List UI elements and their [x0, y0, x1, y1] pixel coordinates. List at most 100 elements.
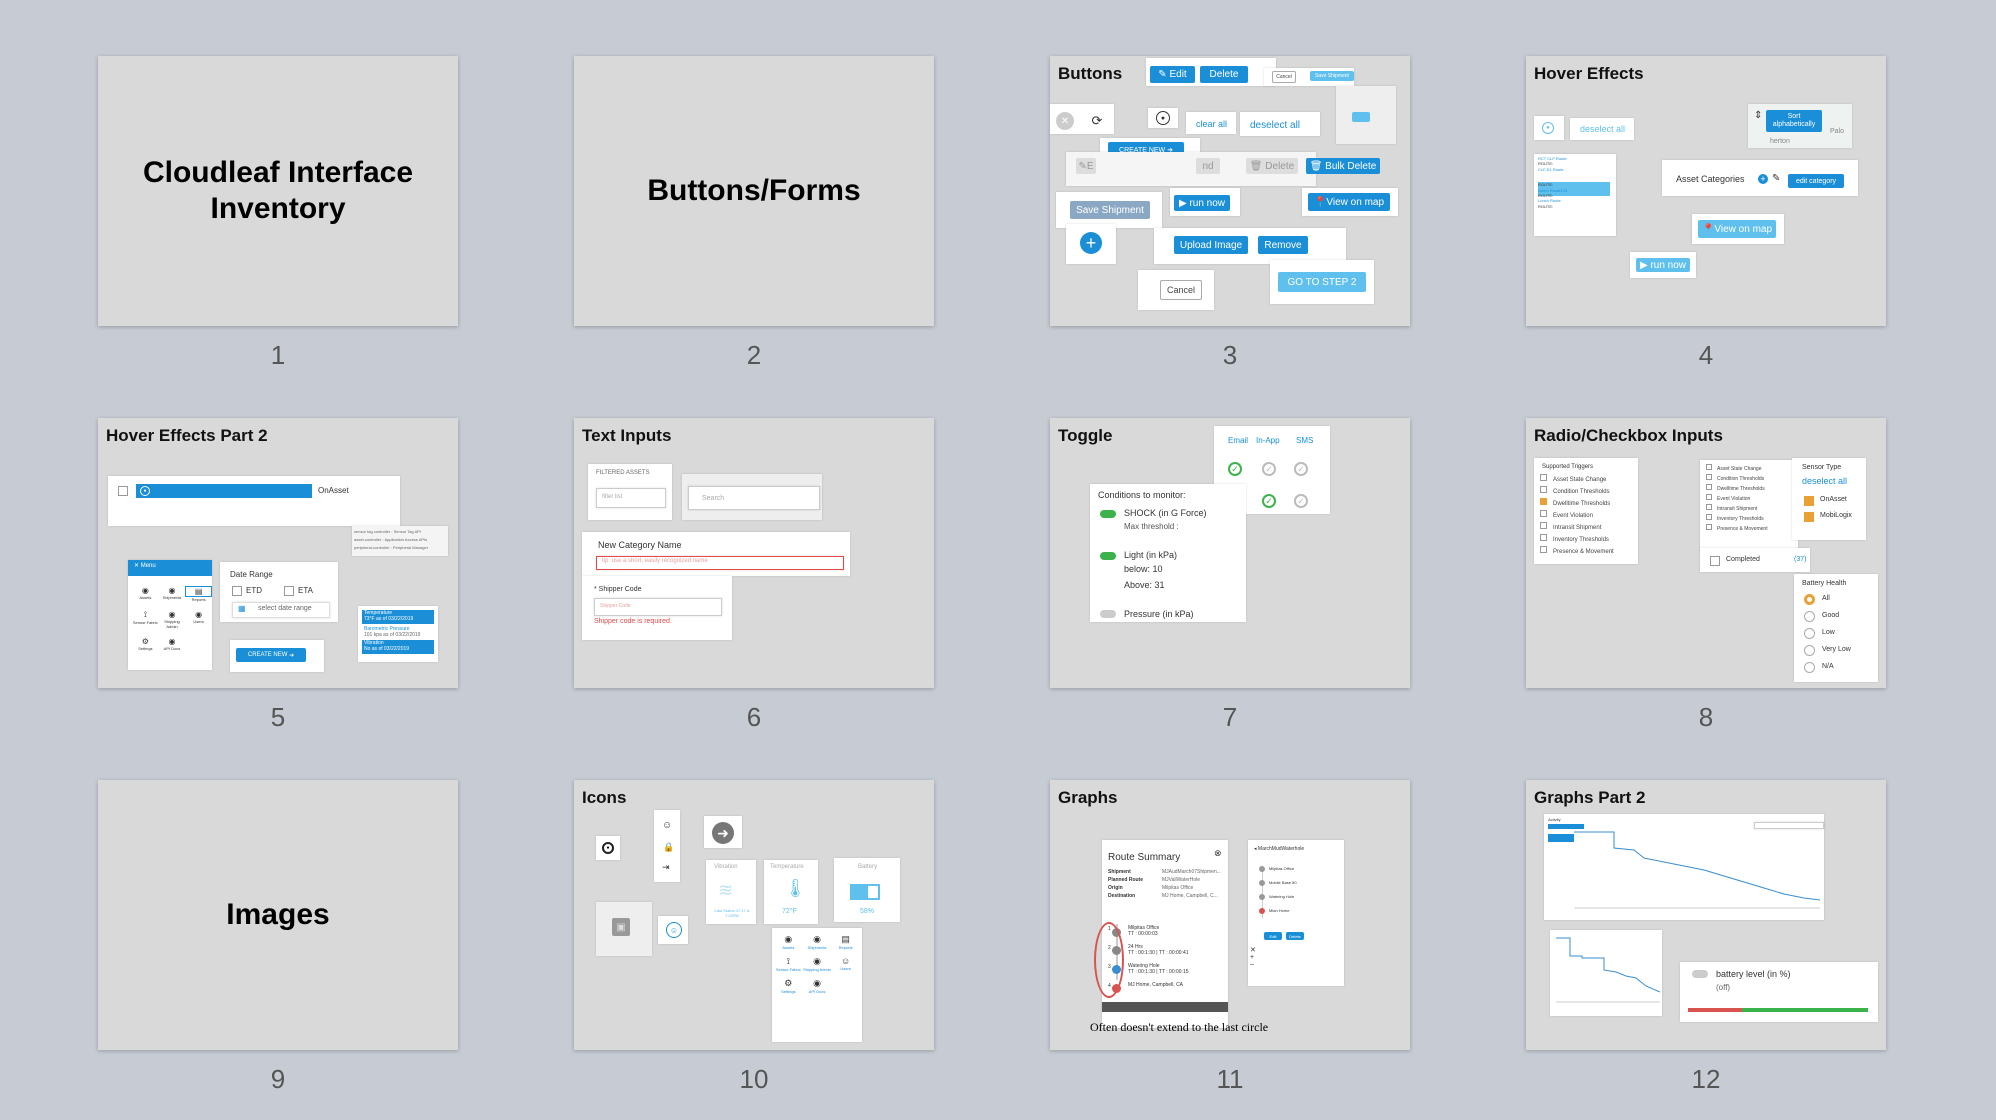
trigger-option[interactable]: Condition Thresholds — [1540, 486, 1614, 498]
triggers-list[interactable]: Asset State Change Condition Thresholds … — [1540, 474, 1614, 558]
slide-1[interactable]: Cloudleaf Interface Inventory — [98, 56, 458, 326]
slide-6[interactable]: Text Inputs FILTERED ASSETS filter list … — [574, 418, 934, 688]
eta-checkbox[interactable] — [284, 586, 294, 596]
menu-item[interactable]: ⟟Sensor Fabric — [775, 956, 801, 972]
run-now-button[interactable]: ▶ run now — [1174, 195, 1230, 211]
menu-item[interactable]: ◉Shipments — [162, 586, 182, 600]
filter-list-input[interactable]: filter list — [602, 494, 623, 500]
trigger-option[interactable]: Event Violation — [1706, 494, 1768, 504]
menu-item[interactable]: ⚙Settings — [138, 637, 153, 651]
inapp-check-icon[interactable]: ✓ — [1262, 494, 1276, 508]
trigger-option[interactable]: Condition Thresholds — [1706, 474, 1768, 484]
battery-option-radio[interactable] — [1804, 662, 1815, 673]
trigger-option[interactable]: Presence & Movement — [1706, 524, 1768, 534]
menu-item[interactable]: ◉Shipments — [807, 934, 827, 950]
deselect-all-link[interactable]: deselect all — [1580, 124, 1626, 134]
remove-button[interactable]: Remove — [1258, 236, 1308, 254]
menu-item[interactable]: ◉Assets — [139, 586, 152, 600]
save-shipment-button[interactable]: Save Shipment — [1310, 71, 1354, 81]
slide-3[interactable]: Buttons ✎ Edit Delete Cancel Save Shipme… — [1050, 56, 1410, 326]
go-to-step-button[interactable]: GO TO STEP 2 — [1278, 272, 1366, 292]
slide-12[interactable]: Graphs Part 2 Activity battery level (in… — [1526, 780, 1886, 1050]
trigger-option[interactable]: Asset State Change — [1540, 474, 1614, 486]
shock-toggle[interactable] — [1100, 510, 1116, 518]
users-icon[interactable]: ☺ — [666, 922, 682, 938]
plus-icon[interactable]: + — [1758, 174, 1768, 184]
deselect-all-link[interactable]: deselect all — [1250, 120, 1301, 131]
edit-button[interactable]: Edit — [1264, 932, 1282, 940]
small-button[interactable] — [1352, 112, 1370, 122]
menu-item[interactable]: ◉Shipping Admin — [803, 956, 831, 972]
route-list[interactable]: RCT CLF Route ROUTE: CLF-E1 Route ROUTE:… — [1538, 156, 1582, 209]
email-check-icon[interactable]: ✓ — [1228, 462, 1242, 476]
battery-option-radio[interactable] — [1804, 594, 1815, 605]
mobilogix-checkbox[interactable] — [1804, 512, 1814, 522]
trigger-option[interactable]: Inventory Thresholds — [1706, 514, 1768, 524]
delete-button[interactable]: Delete — [1200, 66, 1248, 83]
select-date-range[interactable]: select date range — [258, 605, 312, 612]
menu-item[interactable]: ☺Users — [840, 956, 851, 971]
category-name-input[interactable]: tip: use a short, easily recognized name — [602, 558, 708, 564]
save-shipment-button[interactable]: Save Shipment — [1070, 201, 1150, 219]
slide-7[interactable]: Toggle Email In-App SMS ✓ ✓ ✓ ✓ ✓ ✓ Cond… — [1050, 418, 1410, 688]
etd-checkbox[interactable] — [232, 586, 242, 596]
inapp-check-icon[interactable]: ✓ — [1262, 462, 1276, 476]
search-input[interactable]: Search — [702, 495, 725, 502]
menu-item[interactable]: ⟟Sensor Fabric — [132, 610, 158, 625]
battery-option-radio[interactable] — [1804, 611, 1815, 622]
menu-item[interactable]: ◉API Docs — [808, 978, 826, 994]
run-now-button[interactable]: ▶ run now — [1636, 258, 1690, 272]
trigger-option[interactable]: Dwelltime Thresholds — [1540, 498, 1614, 510]
menu-item[interactable]: ▤Reports — [185, 586, 212, 602]
pencil-icon[interactable]: ✎ — [1772, 173, 1781, 184]
edit-button[interactable]: ✎ Edit — [1150, 66, 1195, 83]
trigger-option[interactable]: Presence & Movement — [1540, 546, 1614, 558]
close-icon[interactable]: ✕ — [1056, 112, 1074, 130]
slide-5[interactable]: Hover Effects Part 2 ● OnAsset sensor ta… — [98, 418, 458, 688]
edit-disabled-button[interactable]: ✎E — [1076, 158, 1096, 174]
sms-check-icon[interactable]: ✓ — [1294, 494, 1308, 508]
menu-item[interactable]: ⚙Settings — [781, 978, 796, 994]
menu-item[interactable]: ▤Reports — [838, 934, 853, 950]
bulk-delete-button[interactable]: 🗑 Bulk Delete — [1306, 158, 1380, 174]
slide-8[interactable]: Radio/Checkbox Inputs Supported Triggers… — [1526, 418, 1886, 688]
checkbox[interactable] — [118, 486, 128, 496]
onasset-checkbox[interactable] — [1804, 496, 1814, 506]
menu-item[interactable]: ◉Users — [193, 610, 204, 624]
view-on-map-button[interactable]: 📍View on map — [1308, 193, 1390, 211]
battery-toggle[interactable] — [1692, 970, 1708, 978]
trigger-option[interactable]: Intransit Shipment — [1706, 504, 1768, 514]
menu-item[interactable]: ◉API Docs — [163, 637, 181, 651]
create-new-button[interactable]: CREATE NEW ➜ — [236, 648, 306, 662]
menu-item[interactable]: ◉Shipping Admin — [164, 610, 180, 629]
slide-9[interactable]: Images — [98, 780, 458, 1050]
plus-icon[interactable]: + — [1080, 232, 1102, 254]
target-icon[interactable]: ● — [602, 842, 614, 854]
target-icon[interactable]: ● — [1156, 111, 1170, 125]
battery-option-radio[interactable] — [1804, 628, 1815, 639]
upload-image-button[interactable]: Upload Image — [1174, 236, 1248, 254]
triggers-list-alt[interactable]: Asset State Change Condition Thresholds … — [1706, 464, 1768, 534]
sort-icon[interactable]: ⇕ — [1754, 110, 1763, 121]
delete-disabled-button[interactable]: 🗑 Delete — [1246, 158, 1298, 174]
lock-icon[interactable]: 🔒 — [663, 842, 675, 852]
shipper-code-input[interactable]: Shipper Code — [600, 603, 631, 609]
cancel-button[interactable]: Cancel — [1160, 280, 1202, 300]
partial-button[interactable]: nd — [1196, 158, 1220, 174]
logout-icon[interactable]: ⇥ — [662, 862, 670, 872]
trigger-option[interactable]: Dwelltime Thresholds — [1706, 484, 1768, 494]
slide-10[interactable]: Icons ● ☺ 🔒 ⇥ ➜ Vibration ≋ Last Status … — [574, 780, 934, 1050]
view-on-map-button[interactable]: 📍View on map — [1698, 220, 1776, 238]
trigger-option[interactable]: Intransit Shipment — [1540, 522, 1614, 534]
deselect-all-link[interactable]: deselect all — [1802, 476, 1848, 486]
slide-11[interactable]: Graphs Route Summary ⊗ Shipment Planned … — [1050, 780, 1410, 1050]
trigger-option[interactable]: Inventory Thresholds — [1540, 534, 1614, 546]
battery-option-radio[interactable] — [1804, 645, 1815, 656]
sms-check-icon[interactable]: ✓ — [1294, 462, 1308, 476]
trigger-option[interactable]: Event Violation — [1540, 510, 1614, 522]
calendar-icon[interactable]: ▦ — [238, 604, 246, 613]
delete-button[interactable]: Delete — [1286, 932, 1304, 940]
completed-checkbox[interactable] — [1710, 556, 1720, 566]
menu-item[interactable]: ◉Assets — [782, 934, 795, 950]
clear-all-link[interactable]: clear all — [1196, 119, 1228, 129]
